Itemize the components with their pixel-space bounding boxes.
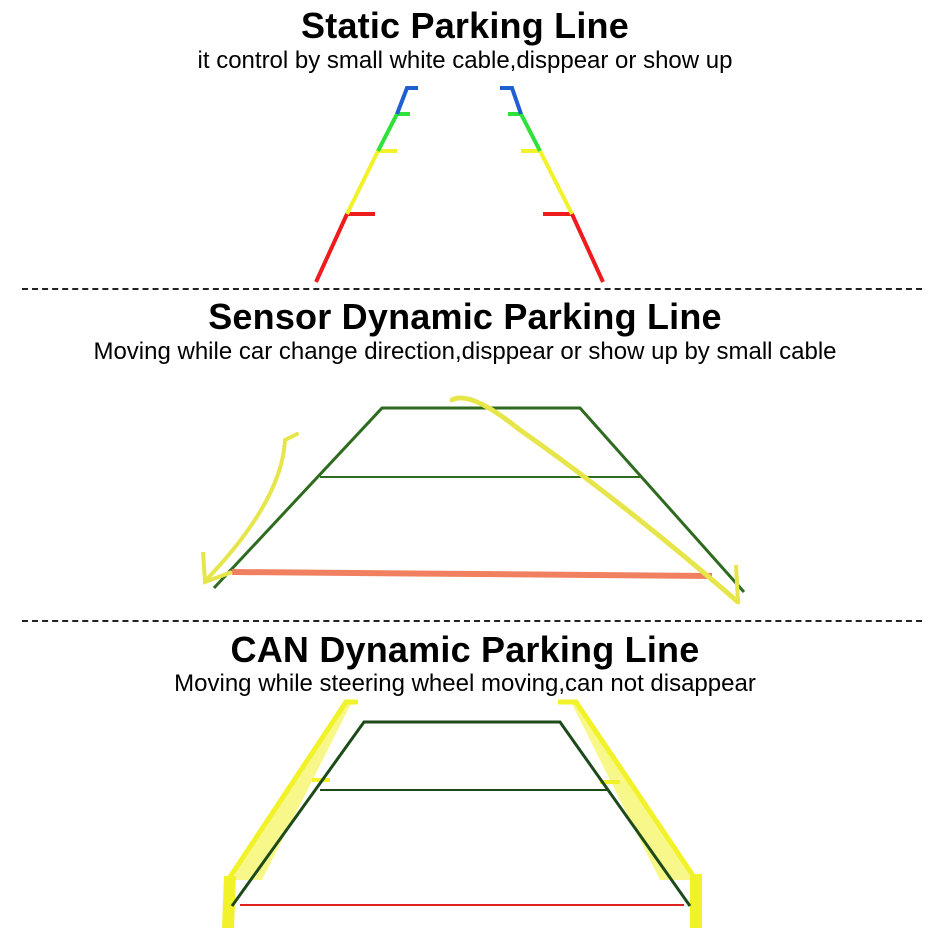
- sensor-subtitle: Moving while car change direction,disppe…: [93, 338, 837, 365]
- static-right-green-segment: [508, 112, 542, 152]
- can-subtitle: Moving while steering wheel moving,can n…: [174, 670, 756, 697]
- static-left-red-segment: [314, 212, 375, 283]
- can-right-guide-line: [558, 699, 699, 882]
- sensor-right-curve-guide: [449, 395, 741, 605]
- can-trapezoid-outline: [230, 720, 692, 907]
- sensor-left-hook: [201, 551, 233, 585]
- sensor-title: Sensor Dynamic Parking Line: [208, 296, 722, 337]
- can-left-guide-line: [225, 699, 358, 882]
- static-right-yellow-segment: [521, 149, 574, 215]
- can-right-foot: [690, 874, 702, 928]
- static-right-red-segment: [543, 212, 605, 283]
- sensor-right-hook: [734, 564, 740, 603]
- static-right-blue-segment: [500, 86, 523, 115]
- can-dynamic-parking-lines: [222, 699, 702, 928]
- static-title: Static Parking Line: [301, 5, 629, 46]
- static-parking-lines: [314, 86, 605, 283]
- can-title: CAN Dynamic Parking Line: [230, 629, 700, 670]
- sensor-bottom-line: [231, 569, 713, 579]
- static-left-yellow-segment: [345, 149, 397, 215]
- can-left-foot: [222, 876, 236, 928]
- static-left-blue-segment: [395, 86, 418, 115]
- sensor-left-curve-guide: [206, 432, 299, 580]
- section-divider-1: [22, 288, 922, 290]
- sensor-dynamic-parking-lines: [201, 395, 746, 605]
- section-divider-2: [22, 620, 922, 622]
- static-subtitle: it control by small white cable,disppear…: [197, 47, 733, 74]
- static-left-green-segment: [376, 112, 410, 152]
- sensor-trapezoid-outline: [212, 406, 746, 593]
